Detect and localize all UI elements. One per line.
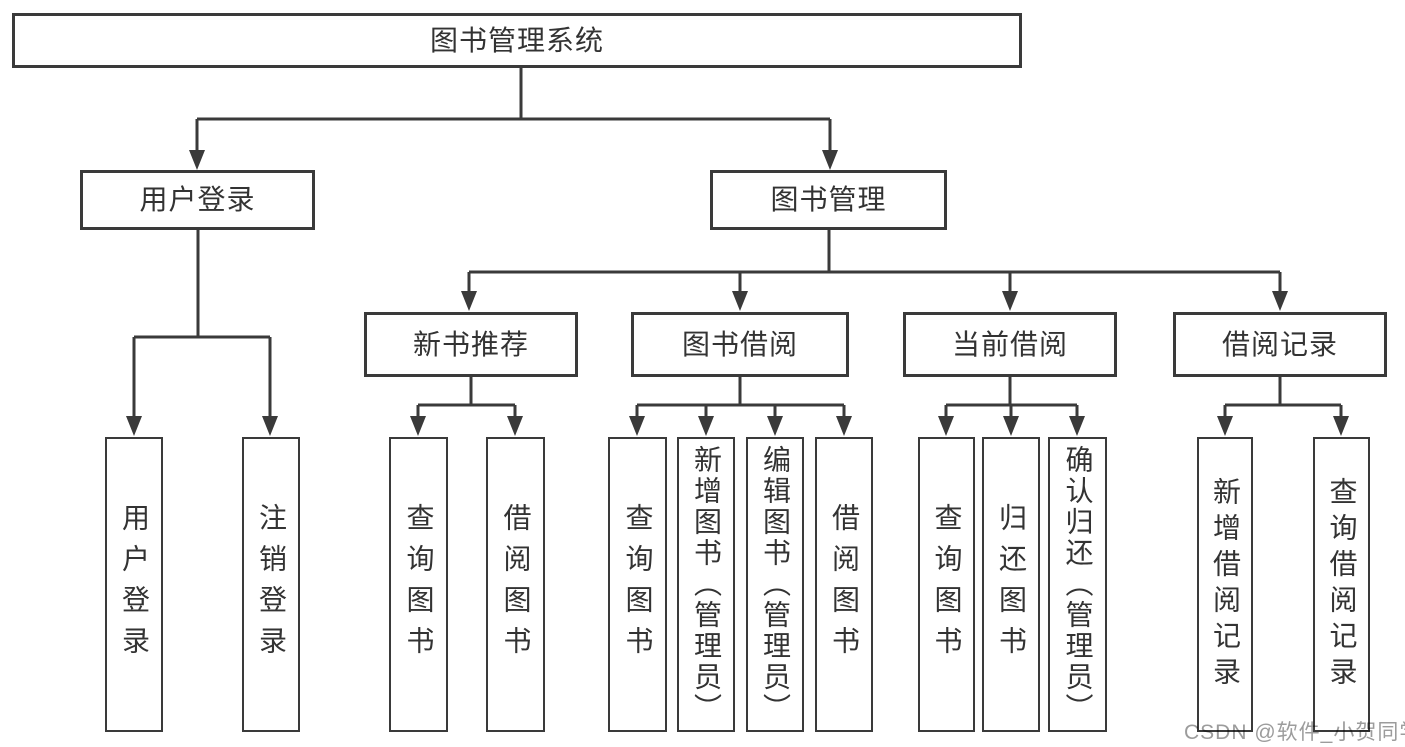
node-user-login: 用户登录 bbox=[80, 170, 315, 230]
leaf-add-books-admin-label: 新增图书（管理员） bbox=[691, 445, 722, 724]
leaf-add-borrow-record-label: 新增借阅记录 bbox=[1210, 476, 1241, 693]
leaf-confirm-return-admin: 确认归还（管理员） bbox=[1048, 437, 1107, 732]
book-management-branch bbox=[461, 230, 1288, 311]
leaf-current-query-books-label: 查询图书 bbox=[931, 502, 963, 667]
leaf-confirm-return-admin-label: 确认归还（管理员） bbox=[1062, 445, 1094, 724]
borrow-records-branch bbox=[1217, 377, 1349, 436]
leaf-recommend-query-books: 查询图书 bbox=[389, 437, 448, 732]
leaf-recommend-borrow-books: 借阅图书 bbox=[486, 437, 545, 732]
leaf-user-login-label: 用户登录 bbox=[119, 502, 150, 667]
leaf-query-borrow-record-label: 查询借阅记录 bbox=[1326, 476, 1358, 693]
leaf-logout: 注销登录 bbox=[242, 437, 300, 732]
leaf-borrow-books: 借阅图书 bbox=[815, 437, 873, 732]
leaf-borrow-query-books: 查询图书 bbox=[608, 437, 667, 732]
node-book-management: 图书管理 bbox=[710, 170, 947, 230]
root-branch bbox=[189, 66, 838, 170]
csdn-watermark: CSDN @软件_小贺同学 bbox=[1184, 721, 1405, 744]
leaf-recommend-borrow-books-label: 借阅图书 bbox=[500, 502, 532, 667]
leaf-edit-books-admin: 编辑图书（管理员） bbox=[746, 437, 804, 732]
node-root-label: 图书管理系统 bbox=[429, 24, 604, 56]
book-borrow-branch bbox=[629, 377, 852, 436]
leaf-return-books-label: 归还图书 bbox=[996, 502, 1027, 667]
node-root: 图书管理系统 bbox=[12, 13, 1022, 68]
new-book-recommend-branch bbox=[410, 377, 523, 436]
leaf-query-borrow-record: 查询借阅记录 bbox=[1313, 437, 1370, 732]
node-borrow-records-label: 借阅记录 bbox=[1221, 328, 1338, 360]
leaf-recommend-query-books-label: 查询图书 bbox=[403, 502, 435, 667]
leaf-logout-label: 注销登录 bbox=[256, 502, 287, 667]
leaf-user-login: 用户登录 bbox=[105, 437, 163, 732]
leaf-current-query-books: 查询图书 bbox=[918, 437, 975, 732]
node-current-borrow-label: 当前借阅 bbox=[951, 328, 1068, 360]
leaf-borrow-query-books-label: 查询图书 bbox=[622, 502, 654, 667]
user-login-branch bbox=[126, 230, 278, 436]
node-user-login-label: 用户登录 bbox=[139, 184, 256, 215]
node-new-book-recommend-label: 新书推荐 bbox=[412, 328, 529, 360]
leaf-add-borrow-record: 新增借阅记录 bbox=[1197, 437, 1253, 732]
leaf-borrow-books-label: 借阅图书 bbox=[829, 502, 860, 667]
leaf-return-books: 归还图书 bbox=[982, 437, 1040, 732]
node-new-book-recommend: 新书推荐 bbox=[364, 312, 578, 377]
node-book-borrow: 图书借阅 bbox=[631, 312, 849, 377]
current-borrow-branch bbox=[938, 377, 1085, 436]
node-borrow-records: 借阅记录 bbox=[1173, 312, 1387, 377]
node-book-borrow-label: 图书借阅 bbox=[681, 328, 798, 360]
node-current-borrow: 当前借阅 bbox=[903, 312, 1117, 377]
leaf-edit-books-admin-label: 编辑图书（管理员） bbox=[760, 445, 791, 724]
node-book-management-label: 图书管理 bbox=[770, 184, 887, 215]
leaf-add-books-admin: 新增图书（管理员） bbox=[677, 437, 735, 732]
